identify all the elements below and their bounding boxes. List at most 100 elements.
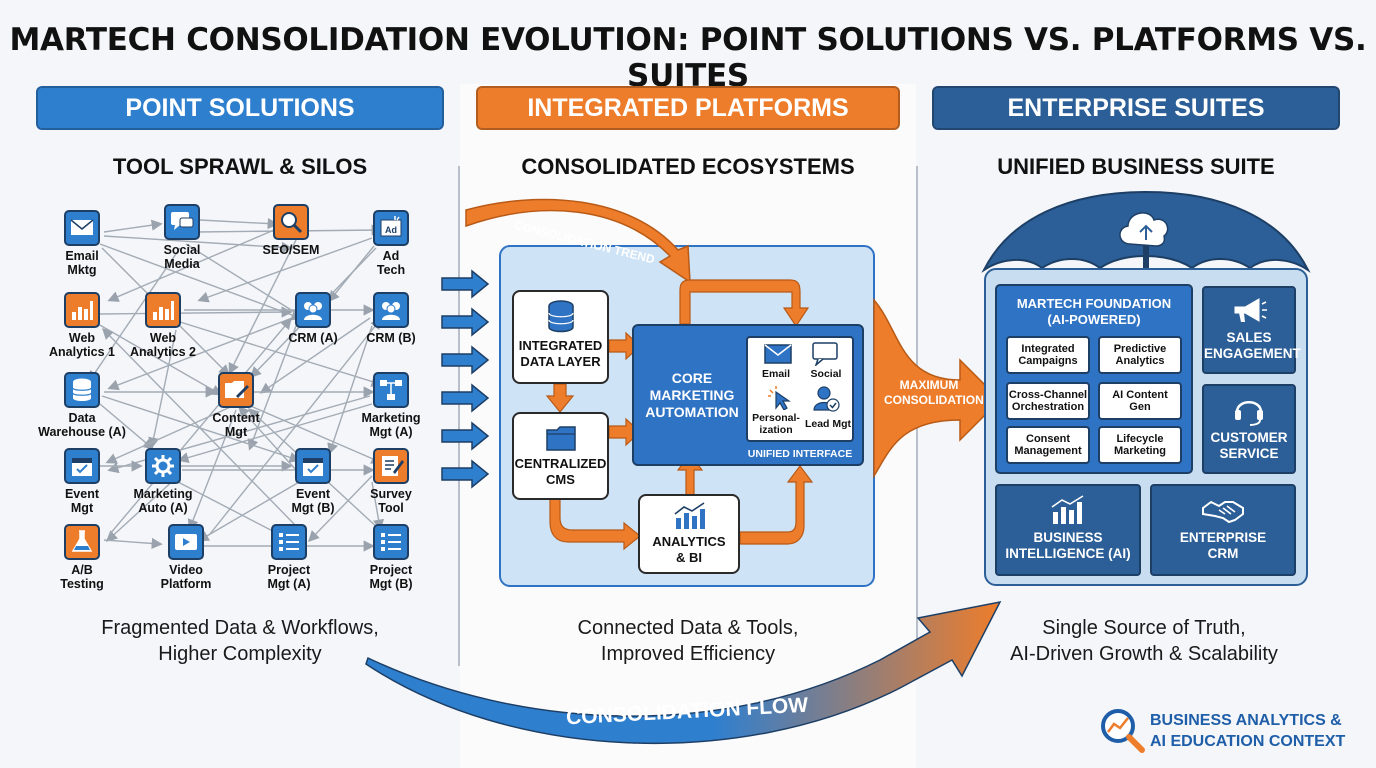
tool-label-line2: Testing (60, 577, 104, 591)
platforms-caption-line1: Connected Data & Tools, (577, 617, 799, 639)
analytics-chart-icon (674, 502, 705, 529)
integrated-data-label-2: DATA LAYER (520, 354, 601, 369)
capability-line2: Analytics (1115, 355, 1165, 367)
integrated-platforms-banner: INTEGRATED PLATFORMS (476, 86, 900, 130)
point-caption-line2: Higher Complexity (158, 643, 322, 665)
ad-tech-icon: Ad (373, 210, 409, 246)
tool-label-line1: Marketing (361, 411, 421, 425)
capability-line1: Lifecycle (1116, 433, 1164, 445)
tool-label-line1: Web (68, 331, 96, 345)
unified-tools-panel: Email Social Personal- ization Lead Mgt (746, 336, 854, 442)
calendar-icon (64, 448, 100, 484)
integrated-data-layer-box: INTEGRATED DATA LAYER (512, 290, 609, 384)
suites-subheading: UNIFIED BUSINESS SUITE (997, 154, 1275, 179)
tool-label-line1: Video (169, 563, 203, 577)
lead-user-icon (813, 386, 840, 412)
sales-label-2: ENGAGEMENT (1204, 346, 1301, 361)
tool-label: CRM (B) (346, 331, 436, 345)
column-divider-left (458, 166, 460, 666)
platforms-caption-line2: Improved Efficiency (600, 643, 776, 665)
tool-label-line2: Mgt (A) (267, 577, 311, 591)
core-label-1: CORE (671, 370, 713, 386)
gear-icon (145, 448, 181, 484)
integrated-data-label-1: INTEGRATED (518, 338, 603, 353)
bi-label-1: BUSINESS (1033, 530, 1103, 545)
tool-label-line1: Data (68, 411, 96, 425)
business-intelligence-box: BUSINESS INTELLIGENCE (AI) (995, 484, 1141, 576)
logo-line2: AI EDUCATION CONTEXT (1150, 733, 1346, 750)
mini-lead-label: Lead Mgt (804, 418, 852, 430)
tool-label-line2: Mgt (B) (291, 501, 335, 515)
logo-line1: BUSINESS ANALYTICS & (1150, 712, 1342, 729)
tool-label-line2: Tech (376, 263, 406, 277)
service-label-1: CUSTOMER (1210, 430, 1288, 445)
tool-label-line1: SEO/SEM (262, 243, 320, 257)
tool-label-line2: Mktg (67, 263, 97, 277)
database-icon (64, 372, 100, 408)
tool-label-line1: Content (212, 411, 260, 425)
crm-label-1: ENTERPRISE (1179, 530, 1267, 545)
logo-text: BUSINESS ANALYTICS & AI EDUCATION CONTEX… (1150, 710, 1345, 752)
page-title: MARTECH CONSOLIDATION EVOLUTION: POINT S… (9, 22, 1367, 94)
point-caption: Fragmented Data & Workflows, Higher Comp… (36, 615, 444, 667)
analytics-bi-box: ANALYTICS & BI (638, 494, 740, 574)
point-caption-line1: Fragmented Data & Workflows, (101, 617, 379, 639)
email-icon (64, 210, 100, 246)
martech-foundation-box: MARTECH FOUNDATION (AI-POWERED) Integrat… (995, 284, 1193, 474)
mini-personalization-label: Personal- ization (748, 412, 804, 436)
capability-line1: Predictive (1113, 343, 1167, 355)
tool-label-line2: Mgt (A) (369, 425, 413, 439)
tool-label-line2: Platform (160, 577, 212, 591)
crm-label-2: CRM (1207, 546, 1239, 561)
tool-label-line2: Tool (378, 501, 404, 515)
tool-sprawl-connectors (88, 217, 385, 552)
bi-label-2: INTELLIGENCE (AI) (1005, 546, 1131, 561)
tool-label-line1: Marketing (133, 487, 193, 501)
tool-label: SEO/SEM (246, 243, 336, 257)
tool-label-line1: Event (64, 487, 100, 501)
survey-icon (373, 448, 409, 484)
tool-tile: SEO/SEM (246, 204, 336, 257)
tool-label-line2: Auto (A) (138, 501, 188, 515)
tool-label-line2: Analytics 1 (48, 345, 115, 359)
suites-caption-line1: Single Source of Truth, (1042, 617, 1246, 639)
svg-text:Ad: Ad (385, 225, 397, 235)
mini-social-label: Social (810, 368, 842, 380)
suites-caption-line2: AI-Driven Growth & Scalability (1010, 643, 1278, 665)
people-icon (295, 292, 331, 328)
foundation-title-1: MARTECH FOUNDATION (1016, 296, 1172, 311)
foundation-title-2: (AI-POWERED) (1047, 312, 1141, 327)
tool-label-line1: Project (369, 563, 413, 577)
core-label-2: MARKETING (649, 387, 735, 403)
tool-label-line2: Mgt (224, 425, 248, 439)
analytics-label-1: ANALYTICS (652, 534, 726, 549)
tool-label-line1: Web (149, 331, 177, 345)
mini-personalization-line2: ization (759, 424, 793, 436)
capability-line1: Cross-Channel (1008, 389, 1088, 401)
